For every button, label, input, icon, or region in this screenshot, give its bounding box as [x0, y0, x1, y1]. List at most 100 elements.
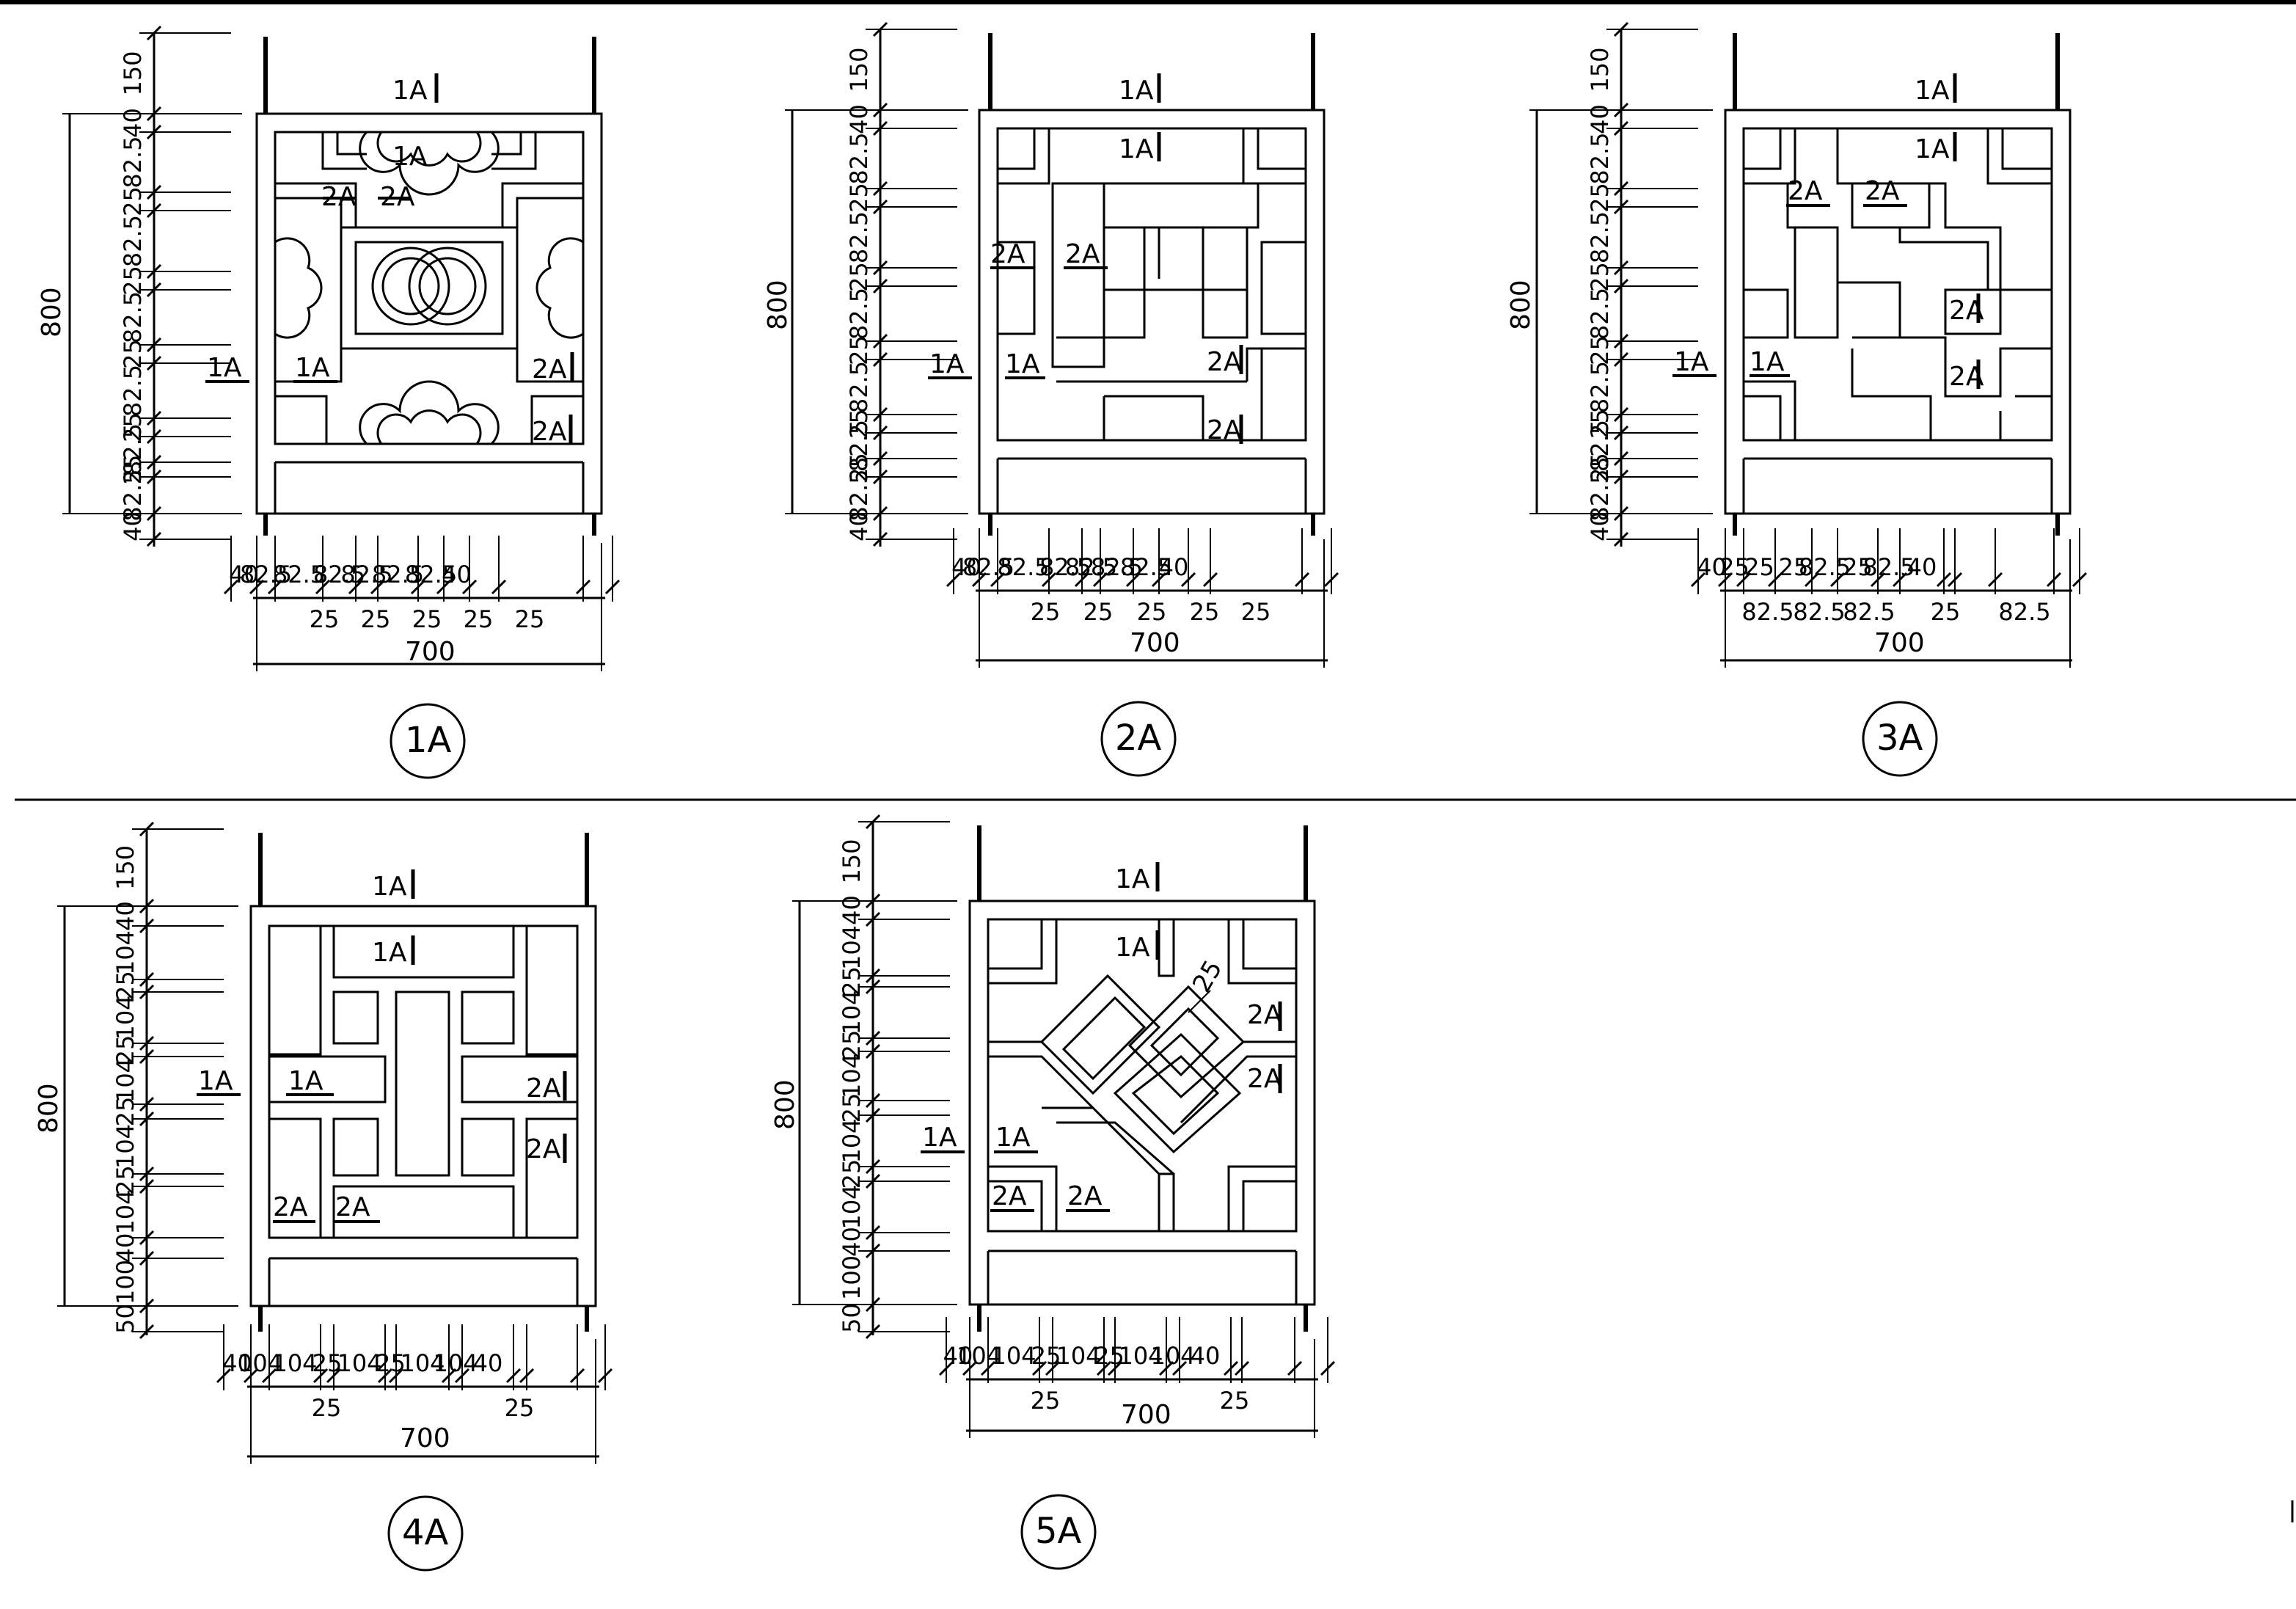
- vertical-dim-label: 25: [845, 183, 873, 213]
- vertical-dim-label: 82.5: [845, 420, 873, 472]
- vertical-dim-label: 82.5: [119, 469, 147, 521]
- vertical-dim-label: 50: [111, 1304, 139, 1334]
- drawing-5A-label-inner-left: 1A: [995, 1123, 1031, 1153]
- bottom-dim-label: 104: [957, 1342, 1001, 1370]
- vertical-dim-label: 40: [1586, 511, 1614, 541]
- drawing-1A-label-2a-mid: 2A: [380, 182, 415, 212]
- drawing-3A-tag: 3A: [1876, 718, 1923, 759]
- vertical-dim-label: 82.5: [845, 211, 873, 263]
- vertical-dim-label: 25: [1586, 335, 1614, 365]
- drawing-4A-label-2a-mid: 2A: [335, 1192, 370, 1222]
- bottom-dim-label: 82.5: [405, 561, 457, 588]
- bottom-dim-label: 40: [229, 561, 259, 588]
- vertical-dim-label: 82.5: [119, 423, 147, 475]
- vertical-dim-label: 40: [111, 901, 139, 931]
- drawing-1A-tag: 1A: [405, 720, 452, 761]
- drawing-1A-vertical-dims: 1504082.52582.52582.52582.52582.52582.54…: [119, 25, 231, 547]
- vertical-dim-label: 104: [111, 1189, 139, 1234]
- vertical-dim-label: 25: [119, 455, 147, 485]
- bottom-dim-low-label: 82.5: [1998, 598, 2050, 626]
- bottom-dim-low-label: 25: [515, 605, 545, 633]
- vertical-dim-label: 82.5: [845, 469, 873, 521]
- vertical-dim-label: 25: [1586, 183, 1614, 213]
- drawing-3A-label-2a-mid: 2A: [1865, 176, 1900, 206]
- vertical-dim-label: 150: [838, 839, 866, 883]
- bottom-dim-label: 40: [943, 1342, 973, 1370]
- drawing-3A-label-inner-left: 1A: [1750, 347, 1785, 377]
- drawing-2A-label-inner-left: 1A: [1005, 349, 1040, 379]
- drawing-2A-label-inner: 1A: [1119, 134, 1154, 164]
- drawing-4A-width-label: 700: [400, 1423, 450, 1453]
- vertical-dim-label: 150: [845, 47, 873, 92]
- vertical-dim-label: 50: [838, 1303, 866, 1333]
- vertical-dim-label: 25: [119, 186, 147, 216]
- drawing-2A: [785, 29, 1328, 777]
- bottom-dim-low-label: 82.5: [1741, 598, 1794, 626]
- bottom-dim-label: 104: [238, 1349, 282, 1377]
- bottom-dim-label: 104: [433, 1349, 478, 1377]
- vertical-dim-label: 25: [838, 1030, 866, 1060]
- bottom-dim-low-label: 25: [1241, 598, 1271, 626]
- vertical-dim-label: 40: [1586, 104, 1614, 134]
- bottom-dim-label: 82.5: [1799, 553, 1851, 581]
- bottom-dim-label: 104: [1056, 1342, 1100, 1370]
- bottom-dim-label: 40: [222, 1349, 252, 1377]
- bottom-dim-label: 104: [1150, 1342, 1195, 1370]
- bottom-dim-label: 40: [442, 561, 472, 588]
- drawing-3A-vertical-dims: 1504082.52582.52582.52582.52582.52582.54…: [1586, 21, 1698, 547]
- drawing-1A-label-top: 1A: [392, 76, 428, 106]
- drawing-3A-label-2a-left: 2A: [1788, 176, 1823, 206]
- drawing-5A-label-2a-left: 2A: [992, 1181, 1027, 1211]
- bottom-dim-label: 25: [376, 1349, 406, 1377]
- drawing-5A-label-2a-right-low: 2A: [1247, 1064, 1282, 1094]
- vertical-dim-label: 150: [1586, 47, 1614, 92]
- bottom-dim-label: 25: [1094, 1342, 1125, 1370]
- bottom-dim-low-label: 25: [1137, 598, 1167, 626]
- vertical-dim-label: 104: [111, 1058, 139, 1103]
- bottom-dim-label: 25: [312, 1349, 343, 1377]
- drawing-1A-label-side: 1A: [207, 353, 242, 383]
- vertical-dim-label: 25: [111, 1035, 139, 1065]
- bottom-dim-label: 40: [1159, 553, 1189, 581]
- vertical-dim-label: 104: [838, 925, 866, 970]
- drawing-5A-height-label: 800: [770, 1079, 800, 1130]
- vertical-dim-label: 25: [845, 335, 873, 365]
- bottom-dim-low-label: 25: [1190, 598, 1220, 626]
- drawing-2A-label-2a-left: 2A: [990, 239, 1025, 269]
- drawing-5A-label-side: 1A: [922, 1123, 957, 1153]
- bottom-dim-low-label: 25: [412, 605, 442, 633]
- vertical-dim-label: 82.5: [119, 291, 147, 343]
- vertical-dim-label: 25: [111, 1165, 139, 1195]
- drawing-4A-label-2a-right: 2A: [526, 1073, 561, 1103]
- drawing-5A-label-top: 1A: [1115, 864, 1150, 894]
- bottom-dim-low-label: 25: [1083, 598, 1114, 626]
- vertical-dim-label: 82.5: [1586, 288, 1614, 340]
- vertical-dim-label: 25: [1586, 409, 1614, 439]
- bottom-dim-label: 82.5: [313, 561, 365, 588]
- bottom-dim-label: 40: [1697, 553, 1727, 581]
- bottom-dim-label: 104: [400, 1349, 445, 1377]
- bottom-dim-label: 82.5: [1862, 553, 1915, 581]
- drawing-4A-label-inner-left: 1A: [288, 1066, 323, 1096]
- bottom-dim-label: 82.5: [1039, 553, 1092, 581]
- vertical-dim-label: 25: [838, 966, 866, 996]
- bottom-dim-low-label: 25: [1220, 1387, 1250, 1415]
- bottom-dim-label: 82.5: [372, 561, 424, 588]
- drawing-2A-label-side: 1A: [929, 349, 965, 379]
- drawing-3A-label-side: 1A: [1674, 347, 1709, 377]
- bottom-dim-low-label: 25: [1931, 598, 1961, 626]
- bottom-dim-low-label: 25: [464, 605, 494, 633]
- drawing-5A-tag: 5A: [1035, 1511, 1082, 1552]
- bottom-dim-label: 25: [1744, 553, 1774, 581]
- bottom-dim-label: 82.5: [240, 561, 292, 588]
- vertical-dim-label: 82.5: [119, 215, 147, 267]
- vertical-dim-label: 104: [838, 1118, 866, 1163]
- bottom-dim-low-label: 25: [1031, 598, 1061, 626]
- bottom-dim-label: 25: [1031, 1342, 1061, 1370]
- drawing-1A: [62, 33, 605, 779]
- drawing-5A-underlines: [921, 862, 1282, 1212]
- bottom-dim-low-label: 25: [310, 605, 340, 633]
- vertical-dim-label: 25: [119, 412, 147, 442]
- bottom-dim-label: 82.5: [340, 561, 392, 588]
